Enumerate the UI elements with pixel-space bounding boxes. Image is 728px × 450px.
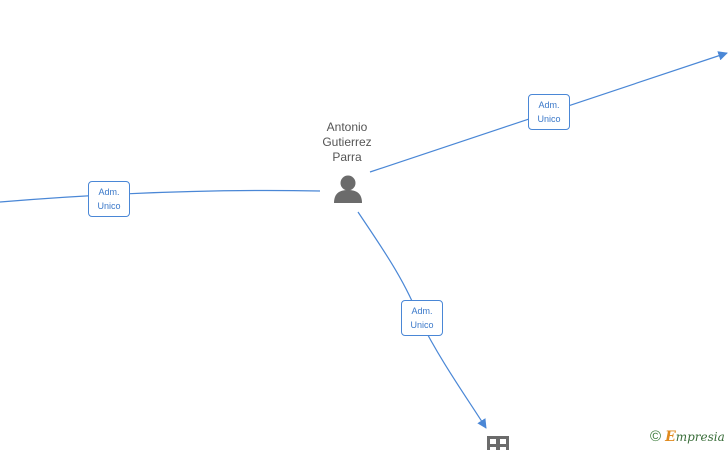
brand-logo: Empresia: [665, 429, 725, 445]
person-name-line: Antonio: [326, 120, 368, 134]
edge-label-line: Unico: [410, 320, 434, 330]
person-name[interactable]: Antonio Gutierrez Parra: [302, 120, 392, 165]
edge-label-line: Adm.: [538, 100, 560, 110]
person-icon[interactable]: [334, 175, 362, 204]
copyright-symbol: ©: [650, 428, 662, 445]
edge-left[interactable]: [0, 189, 321, 203]
empresia-watermark: ©Empresia: [650, 428, 725, 445]
brand-rest: mpresia: [675, 430, 725, 444]
edge-label-line: Adm.: [411, 306, 433, 316]
edge-label-line: Adm.: [98, 187, 120, 197]
edge-label-line: Unico: [537, 114, 561, 124]
brand-initial: E: [665, 429, 676, 445]
edge-label-top-right[interactable]: Adm. Unico: [528, 94, 570, 130]
person-name-line: Gutierrez: [322, 135, 372, 149]
edge-label-line: Unico: [97, 201, 121, 211]
edge-label-bottom[interactable]: Adm. Unico: [401, 300, 443, 336]
person-name-line: Parra: [332, 150, 362, 164]
edge-label-left[interactable]: Adm. Unico: [88, 181, 130, 217]
building-icon[interactable]: [487, 436, 509, 450]
